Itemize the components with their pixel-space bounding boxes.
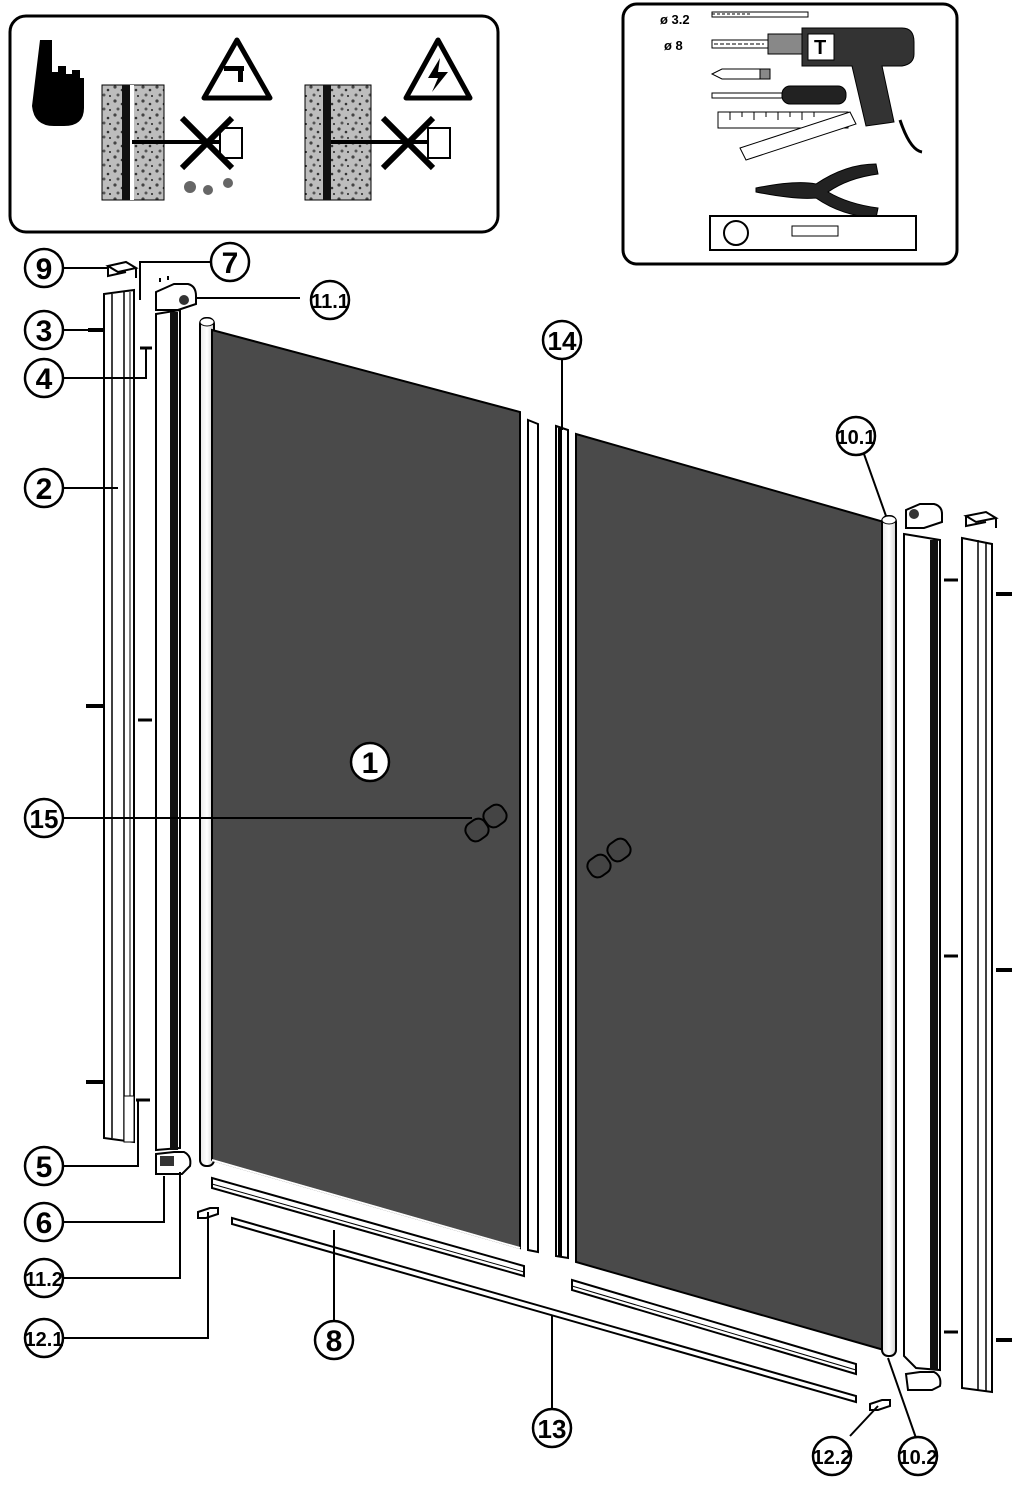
electric-cable-warning-icon xyxy=(403,37,473,101)
callout-1: 1 xyxy=(349,741,391,783)
callout-15: 15 xyxy=(23,797,65,839)
bottom-right-hinge xyxy=(904,1371,942,1391)
callout-8: 8 xyxy=(313,1319,355,1361)
concrete-wall-cross-section-icon xyxy=(101,84,243,201)
pointing-hand-icon xyxy=(32,40,84,126)
svg-text:3: 3 xyxy=(36,315,53,348)
callout-4: 4 xyxy=(23,357,65,399)
callout-10-2: 10.2 xyxy=(897,1435,939,1477)
door-seal-profiles xyxy=(527,418,569,1260)
callout-14: 14 xyxy=(541,319,583,361)
power-drill-icon: T xyxy=(767,27,923,154)
top-right-hinge xyxy=(905,503,943,529)
left-door xyxy=(199,317,521,1250)
callout-6: 6 xyxy=(23,1201,65,1243)
drill-size-large: ø 8 xyxy=(664,38,683,53)
right-top-end-cap xyxy=(963,510,999,528)
right-connecting-profile xyxy=(903,532,941,1372)
water-pipe-warning-icon xyxy=(201,37,273,101)
bottom-left-hinge xyxy=(155,1151,192,1175)
right-wall-screws xyxy=(944,578,1012,1342)
svg-text:15: 15 xyxy=(30,804,59,834)
folding-ruler-icon xyxy=(739,111,857,161)
svg-text:2: 2 xyxy=(36,473,53,506)
drill-bit-icon xyxy=(711,11,809,18)
callout-11-2: 11.2 xyxy=(23,1257,65,1299)
top-end-cap xyxy=(105,260,139,278)
callout-13: 13 xyxy=(531,1407,573,1449)
svg-text:4: 4 xyxy=(36,363,53,396)
warning-panel xyxy=(8,14,500,234)
callout-11-1: 11.1 xyxy=(309,279,351,321)
left-connecting-profile xyxy=(155,308,181,1152)
svg-text:12.1: 12.1 xyxy=(25,1329,64,1351)
svg-text:10.2: 10.2 xyxy=(899,1447,938,1469)
bottom-sweep-right xyxy=(571,1278,857,1376)
wall-screws xyxy=(86,328,104,1084)
tools-panel: ø 3.2 ø 8 T xyxy=(621,2,959,266)
spirit-level-icon xyxy=(709,215,917,251)
svg-text:5: 5 xyxy=(36,1151,53,1184)
left-wall-profile xyxy=(103,288,135,1144)
svg-text:9: 9 xyxy=(36,253,53,286)
callout-2: 2 xyxy=(23,467,65,509)
pliers-icon xyxy=(755,163,879,219)
right-wall-profile xyxy=(961,536,993,1394)
callout-9: 9 xyxy=(23,247,65,289)
callout-10-1: 10.1 xyxy=(835,415,877,457)
svg-text:13: 13 xyxy=(538,1414,567,1444)
right-door-handle xyxy=(586,837,632,879)
drill-size-small: ø 3.2 xyxy=(660,12,690,27)
svg-text:8: 8 xyxy=(326,1325,343,1358)
drill-brand-label: T xyxy=(814,37,826,59)
leader-lines xyxy=(64,261,917,1439)
callout-12-1: 12.1 xyxy=(23,1317,65,1359)
threshold-profile xyxy=(231,1216,857,1404)
wall-dowels xyxy=(136,346,152,1102)
svg-text:6: 6 xyxy=(36,1207,53,1240)
masonry-bit-icon xyxy=(711,39,769,49)
svg-text:1: 1 xyxy=(362,747,379,780)
callout-7: 7 xyxy=(209,241,251,283)
left-door-handle xyxy=(464,803,508,843)
bottom-sweep-left xyxy=(211,1176,525,1278)
concrete-wall-cross-section-icon-2 xyxy=(304,84,451,201)
svg-text:10.1: 10.1 xyxy=(837,427,876,449)
screwdriver-icon xyxy=(711,85,847,105)
callout-12-2: 12.2 xyxy=(811,1435,853,1477)
right-door xyxy=(575,432,897,1357)
top-left-hinge xyxy=(155,276,197,311)
callout-3: 3 xyxy=(23,309,65,351)
pencil-icon xyxy=(710,68,771,80)
bottom-pivot-right xyxy=(869,1399,891,1411)
svg-text:14: 14 xyxy=(548,326,577,356)
svg-text:11.2: 11.2 xyxy=(25,1269,63,1291)
svg-text:12.2: 12.2 xyxy=(813,1447,852,1469)
crossed-out-drilling-icon xyxy=(179,115,235,171)
svg-text:7: 7 xyxy=(222,247,239,280)
callout-5: 5 xyxy=(23,1145,65,1187)
svg-text:11.1: 11.1 xyxy=(311,291,349,313)
